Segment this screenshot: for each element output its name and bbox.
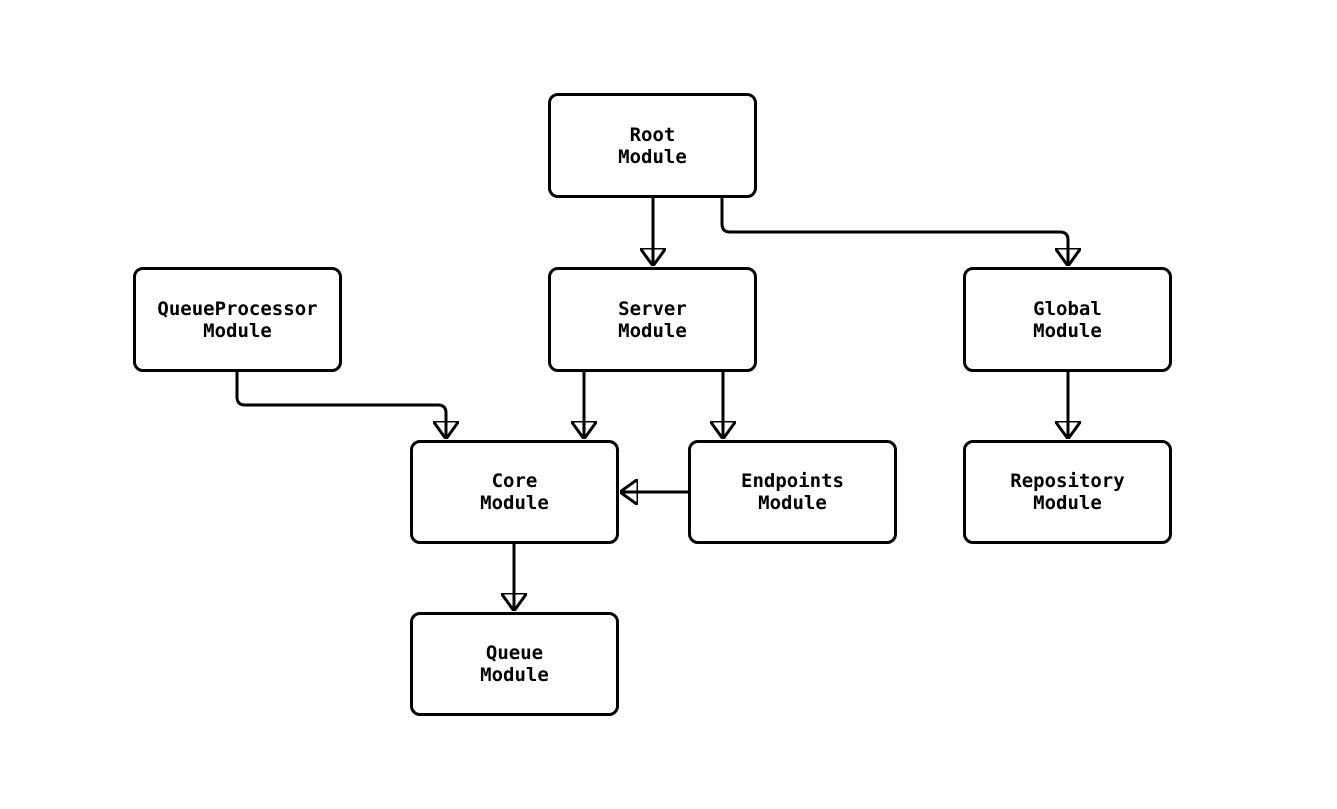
node-queue-module: Queue Module bbox=[410, 612, 619, 716]
node-queueprocessor-module-label: QueueProcessor Module bbox=[157, 297, 318, 342]
node-core-module-label: Core Module bbox=[480, 470, 549, 514]
node-root-module: Root Module bbox=[548, 93, 757, 198]
node-core-module: Core Module bbox=[410, 440, 619, 544]
node-queueprocessor-module: QueueProcessor Module bbox=[133, 267, 342, 372]
edge-root-to-global bbox=[720, 198, 1068, 264]
node-endpoints-module-label: Endpoints Module bbox=[741, 470, 844, 514]
node-global-module: Global Module bbox=[963, 267, 1172, 372]
node-root-module-label: Root Module bbox=[618, 123, 687, 168]
node-server-module-label: Server Module bbox=[618, 297, 687, 342]
node-global-module-label: Global Module bbox=[1033, 297, 1102, 342]
node-endpoints-module: Endpoints Module bbox=[688, 440, 897, 544]
node-repository-module: Repository Module bbox=[963, 440, 1172, 544]
node-queue-module-label: Queue Module bbox=[480, 642, 549, 686]
node-repository-module-label: Repository Module bbox=[1010, 470, 1125, 514]
node-server-module: Server Module bbox=[548, 267, 757, 372]
edge-queueprocessor-to-core bbox=[235, 372, 446, 437]
